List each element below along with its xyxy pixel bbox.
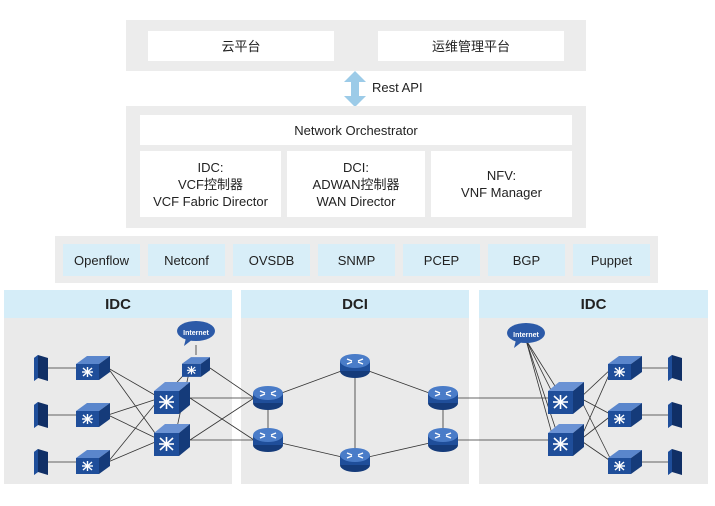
protocol-label: Openflow — [74, 252, 129, 268]
module-line: WAN Director — [316, 193, 396, 209]
protocol-label: BGP — [512, 252, 541, 268]
internet-label: Internet — [183, 330, 209, 337]
protocol-label: Netconf — [164, 252, 209, 268]
protocol-label: Puppet — [590, 252, 633, 268]
protocol-puppet: Puppet — [573, 244, 650, 276]
orchestrator-title-box: Network Orchestrator — [140, 115, 572, 145]
internet-label: Internet — [513, 332, 539, 339]
module-line: VCF控制器 — [177, 176, 243, 192]
idc-left-links — [48, 345, 255, 463]
server-icon — [668, 402, 682, 428]
ops-platform-box: 运维管理平台 — [378, 31, 564, 61]
module-line: VCF Fabric Director — [153, 193, 268, 209]
access-switch-icon — [608, 355, 642, 381]
core-switch-icon — [548, 381, 584, 415]
router-icon — [252, 427, 284, 453]
server-icon — [34, 402, 48, 428]
idc-left-header: IDC — [4, 290, 232, 318]
protocol-netconf: Netconf — [148, 244, 225, 276]
router-icon — [427, 427, 459, 453]
access-switch-icon — [608, 449, 642, 475]
module-line: DCI: — [343, 159, 369, 175]
gateway-switch-icon — [182, 356, 210, 378]
router-icon — [339, 353, 371, 379]
dci-controller-module: DCI: ADWAN控制器 WAN Director — [287, 151, 425, 217]
nfv-manager-module: NFV: VNF Manager — [431, 151, 572, 217]
core-switch-icon — [154, 381, 190, 415]
access-switch-icon — [76, 355, 110, 381]
router-icon — [252, 385, 284, 411]
server-icon — [668, 355, 682, 381]
module-line: VNF Manager — [461, 185, 542, 200]
server-icon — [34, 355, 48, 381]
cloud-platform-label: 云平台 — [221, 38, 261, 54]
idc-right-header: IDC — [479, 290, 708, 318]
ops-platform-label: 运维管理平台 — [431, 38, 510, 54]
dci-links — [267, 365, 444, 461]
protocol-label: PCEP — [423, 252, 460, 268]
access-switch-icon — [608, 402, 642, 428]
module-line: IDC: — [197, 159, 224, 175]
cloud-platform-box: 云平台 — [148, 31, 334, 61]
protocol-label: SNMP — [337, 252, 376, 268]
protocol-snmp: SNMP — [318, 244, 395, 276]
module-line: ADWAN控制器 — [312, 176, 400, 192]
access-switch-icon — [76, 402, 110, 428]
protocol-openflow: Openflow — [63, 244, 140, 276]
access-switch-icon — [76, 449, 110, 475]
zone-title: DCI — [342, 295, 368, 313]
core-switch-icon — [154, 423, 190, 457]
protocol-pcep: PCEP — [403, 244, 480, 276]
dci-header: DCI — [241, 290, 469, 318]
idc-controller-module: IDC: VCF控制器 VCF Fabric Director — [140, 151, 281, 217]
module-line: NFV: — [486, 168, 517, 183]
router-icon — [339, 447, 371, 473]
protocol-label: OVSDB — [248, 252, 295, 268]
zone-title: IDC — [580, 295, 607, 313]
rest-api-label: Rest API — [372, 80, 423, 95]
server-icon — [34, 449, 48, 475]
rest-api-arrow-icon — [344, 71, 366, 107]
protocol-bgp: BGP — [488, 244, 565, 276]
idc-right-links — [458, 339, 668, 463]
server-icon — [668, 449, 682, 475]
zone-title: IDC — [105, 295, 131, 313]
core-switch-icon — [548, 423, 584, 457]
orchestrator-title: Network Orchestrator — [294, 122, 418, 138]
router-icon — [427, 385, 459, 411]
protocol-ovsdb: OVSDB — [233, 244, 310, 276]
